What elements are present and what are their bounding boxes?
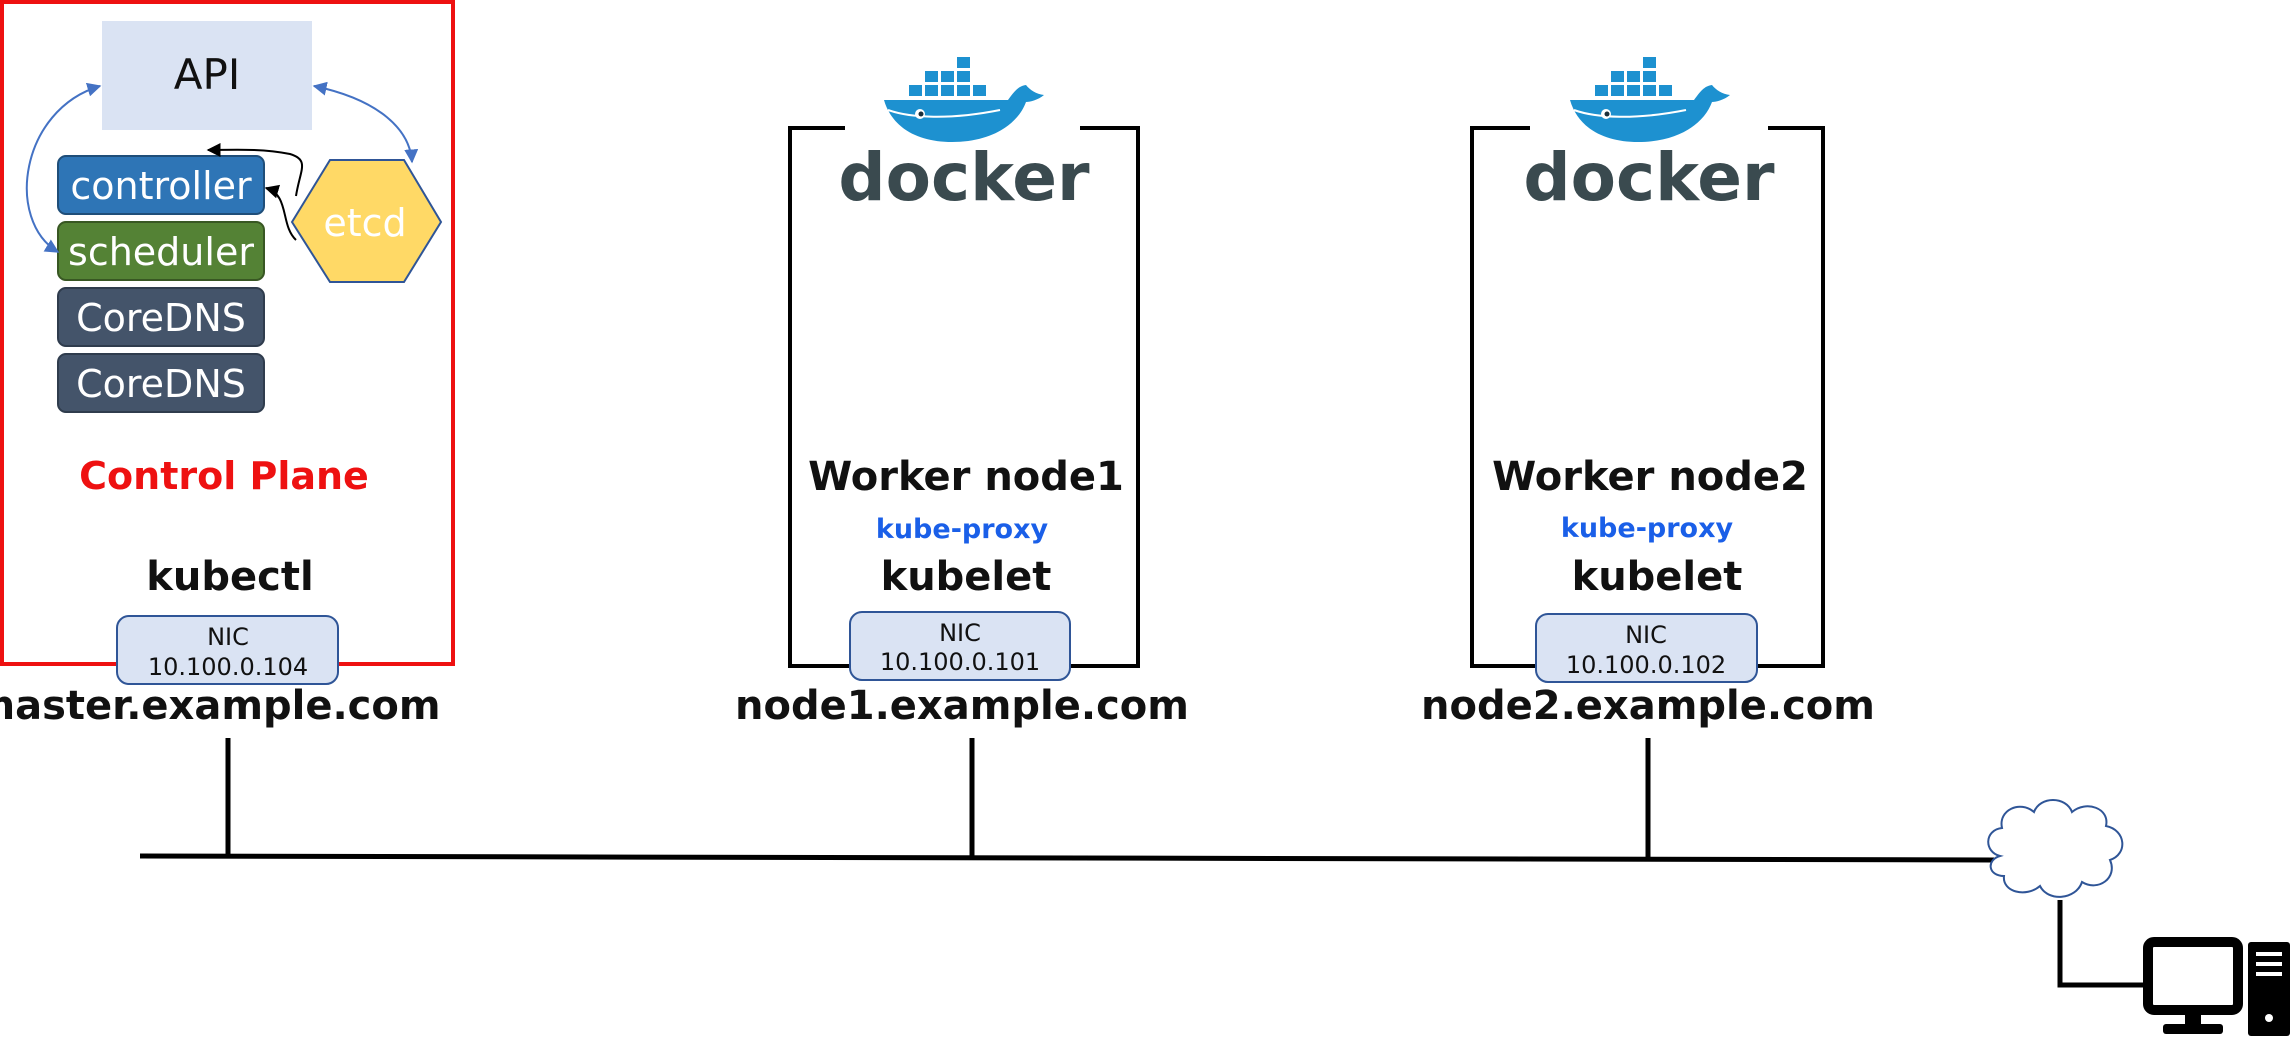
coredns-box-2	[57, 353, 265, 413]
client-link-line	[2057, 900, 2150, 988]
node1-nic-label: NIC	[939, 619, 981, 647]
etcd-controller-arrow	[264, 184, 297, 241]
master-hostname: master.example.com	[0, 683, 441, 729]
node1-kube-proxy: kube-proxy	[876, 514, 1049, 545]
kubectl-label: kubectl	[146, 554, 313, 600]
node1-docker-logo-text: docker	[838, 139, 1090, 216]
scheduler-label: scheduler	[68, 230, 254, 274]
network-bus-line	[139, 853, 1995, 863]
etcd-api-arrow	[206, 142, 303, 197]
node2-nic-box	[1535, 613, 1758, 683]
cloud-icon	[1987, 799, 2124, 898]
api-box	[102, 21, 312, 130]
node1-title: Worker node1	[808, 454, 1124, 500]
api-etcd-arrow	[312, 81, 419, 164]
node1-hostname: node1.example.com	[735, 683, 1189, 729]
api-scheduler-arrow	[25, 82, 102, 253]
node2-ip: 10.100.0.102	[1566, 651, 1726, 679]
node2-hostname: node2.example.com	[1421, 683, 1875, 729]
desktop-computer-icon	[2143, 937, 2290, 1036]
api-label: API	[174, 50, 240, 99]
node1-kubelet: kubelet	[881, 554, 1052, 600]
node2-docker-whale-icon	[1569, 55, 1731, 143]
coredns-label-1: CoreDNS	[76, 296, 246, 340]
coredns-label-2: CoreDNS	[76, 362, 246, 406]
node2-nic-label: NIC	[1625, 621, 1667, 649]
node1-ip: 10.100.0.101	[880, 648, 1040, 676]
node2-kube-proxy: kube-proxy	[1561, 513, 1734, 544]
node2-title: Worker node2	[1492, 454, 1808, 500]
node1-docker-whale-icon	[883, 55, 1045, 143]
node2-docker-logo-text: docker	[1523, 139, 1775, 216]
master-ip: 10.100.0.104	[148, 653, 308, 681]
control-plane-title: Control Plane	[79, 454, 369, 498]
controller-label: controller	[70, 164, 252, 208]
master-nic-box	[116, 615, 339, 685]
coredns-box-1	[57, 287, 265, 347]
node1-nic-box	[849, 611, 1071, 681]
etcd-label: etcd	[323, 201, 406, 245]
master-nic-label: NIC	[207, 623, 249, 651]
node2-kubelet: kubelet	[1572, 554, 1743, 600]
